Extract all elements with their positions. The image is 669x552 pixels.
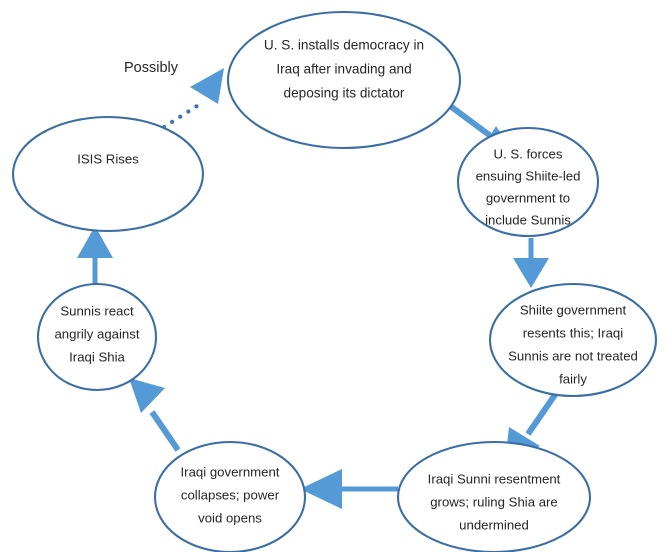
node-ellipse[interactable] (11, 115, 205, 233)
arrowhead-icon (513, 258, 549, 288)
arrowhead-icon (129, 378, 165, 413)
node-label-line: fairly (559, 371, 587, 386)
edge-isis-rises-to-us-installs-democracy (161, 68, 224, 130)
node-ellipse[interactable] (488, 282, 658, 398)
edge-line (149, 410, 181, 452)
edge-government-collapses-to-sunnis-react (129, 378, 181, 452)
node-label-line: void opens (198, 510, 262, 525)
edge-line (525, 387, 562, 436)
isis-rises-node[interactable]: ISIS Rises (11, 115, 205, 233)
node-label-line: collapses; power (181, 487, 280, 502)
sunnis-react-angrily-node[interactable]: Sunnis react angrily against Iraqi Shia (36, 282, 158, 392)
node-label-line: Sunnis are not treated (508, 348, 638, 363)
node-label-line: angrily against (54, 326, 139, 341)
node-label-line: U. S. installs democracy in (264, 38, 424, 53)
node-ellipse[interactable] (396, 440, 592, 552)
node-label-line: Iraqi government (181, 464, 280, 479)
node-label-line: Iraqi Shia (69, 349, 125, 364)
node-label-line: grows; ruling Shia are (430, 494, 558, 509)
node-ellipse[interactable] (36, 282, 158, 392)
node-label-line: ISIS Rises (77, 151, 139, 166)
node-label-line: undermined (459, 517, 529, 532)
shiite-government-resents-node[interactable]: Shiite government resents this; Iraqi Su… (488, 282, 658, 398)
node-label-line: ensuing Shiite-led (476, 168, 581, 183)
node-label-line: Iraqi Sunni resentment (428, 471, 561, 486)
node-label-line: deposing its dictator (284, 86, 405, 101)
node-label-line: resents this; Iraqi (523, 325, 623, 340)
edge-sunni-resentment-to-government-collapses (300, 469, 398, 509)
node-label-line: include Sunnis (485, 212, 571, 227)
node-label-line: government to (486, 190, 570, 205)
edge-label-possibly: Possibly (124, 60, 179, 76)
arrowhead-icon (190, 68, 224, 104)
iraqi-government-collapses-node[interactable]: Iraqi government collapses; power void o… (153, 440, 307, 552)
iraqi-sunni-resentment-node[interactable]: Iraqi Sunni resentment grows; ruling Shi… (396, 440, 592, 552)
node-label-line: Iraq after invading and (276, 62, 411, 77)
edge-dotted-line (161, 103, 200, 130)
arrowhead-icon (300, 469, 342, 509)
edge-us-forces-to-shiite-government (513, 238, 549, 288)
node-label-line: Sunnis react (60, 303, 134, 318)
node-ellipse[interactable] (456, 126, 600, 238)
node-label-line: Shiite government (520, 302, 627, 317)
node-ellipse[interactable] (153, 440, 307, 552)
node-ellipse[interactable] (226, 10, 462, 150)
arrowhead-icon (77, 226, 113, 258)
node-label-line: U. S. forces (494, 146, 563, 161)
us-forces-ensuing-node[interactable]: U. S. forces ensuing Shiite-led governme… (456, 126, 600, 238)
us-installs-democracy-node[interactable]: U. S. installs democracy in Iraq after i… (226, 10, 462, 150)
edge-sunnis-react-to-isis-rises (77, 226, 113, 285)
